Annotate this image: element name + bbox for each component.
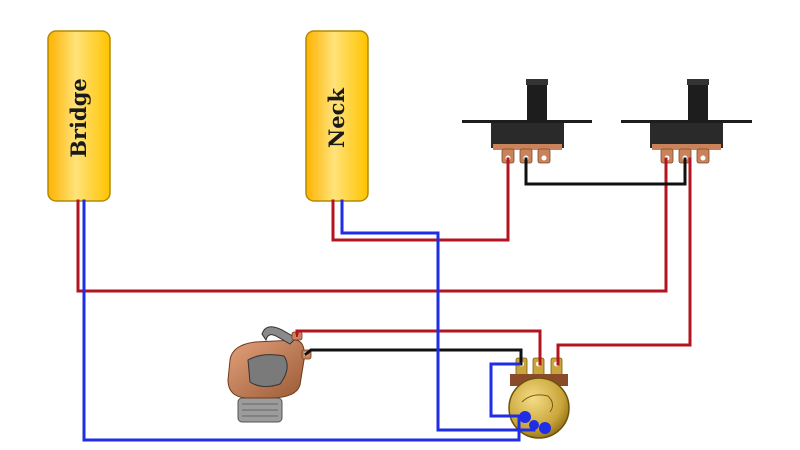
neck-pickup-label: Neck <box>324 88 349 148</box>
output-jack <box>227 326 312 423</box>
wire-pot-ground-loop <box>489 362 527 418</box>
pot-solder-2 <box>529 420 539 430</box>
wire-switch-to-pot <box>556 157 692 366</box>
pot-can <box>508 377 570 439</box>
switch-2-actuator <box>688 80 708 122</box>
switch-2-body <box>650 123 723 148</box>
switch-1-actuator <box>527 80 547 122</box>
wire-pot-to-jack-tip <box>295 329 542 366</box>
wire-neck-hot <box>331 157 510 242</box>
slide-switch-1 <box>462 79 592 164</box>
switch-2-terminals <box>660 148 710 164</box>
wire-bridge-hot <box>76 157 668 293</box>
bridge-pickup-label: Bridge <box>66 78 91 158</box>
bridge-pickup: Bridge <box>47 30 111 202</box>
switch-1-body <box>491 123 564 148</box>
switch-2-plate <box>621 120 752 123</box>
slide-switch-2 <box>621 79 752 164</box>
pot-solder-3 <box>539 422 551 434</box>
wire-neck-ground <box>340 199 536 432</box>
wire-switch-jumper <box>524 157 687 186</box>
wire-bridge-ground <box>82 199 521 442</box>
wire-jack-sleeve <box>303 348 523 366</box>
switch-1-plate <box>462 120 592 123</box>
wires <box>76 157 692 442</box>
jack-spring <box>261 326 297 345</box>
neck-pickup: Neck <box>305 30 369 202</box>
